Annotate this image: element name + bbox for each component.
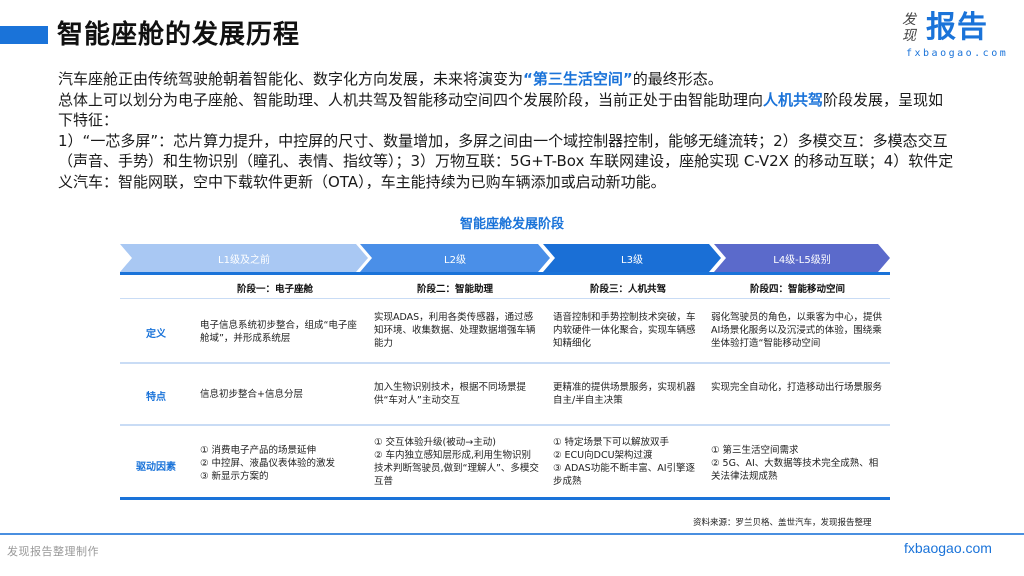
cell-drivers-stage-4: ① 第三生活空间需求 ② 5G、AI、大数据等技术完全成熟、相关法律法规成熟 xyxy=(711,445,879,482)
page-title: 智能座舱的发展历程 xyxy=(57,20,301,50)
title-accent-bar xyxy=(0,26,48,44)
logo-big-text: 报告 xyxy=(926,10,988,45)
intro-line-1: 汽车座舱正由传统驾驶舱朝着智能化、数字化方向发展，未来将演变为“第三生活空间”的… xyxy=(58,69,958,90)
cell-drivers-stage-3: ① 特定场景下可以解放双手 ② ECU向DCU架构过渡 ③ ADAS功能不断丰富… xyxy=(553,437,696,487)
footer-rule xyxy=(0,533,1024,535)
intro-line-1-text: 汽车座舱正由传统驾驶舱朝着智能化、数字化方向发展，未来将演变为 xyxy=(58,70,524,88)
row-label-definition: 定义 xyxy=(146,329,166,340)
header-divider xyxy=(120,298,890,299)
level-4-label: L4级-L5级别 xyxy=(773,254,831,266)
logo-small-text: 发现 xyxy=(902,12,916,44)
level-chevrons: L1级及之前 L2级 L3级 L4级-L5级别 xyxy=(120,244,890,272)
source-note: 资料来源：罗兰贝格、盖世汽车，发现报告整理 xyxy=(693,518,872,528)
chevron-level-1: L1级及之前 xyxy=(120,244,368,272)
level-2-label: L2级 xyxy=(444,254,466,266)
cell-features-stage-1: 信息初步整合+信息分层 xyxy=(200,389,303,400)
stage-2-header: 阶段二：智能助理 xyxy=(416,284,493,295)
logo-url: fxbaogao.com xyxy=(906,48,1009,59)
intro-line-2-text: 总体上可以划分为电子座舱、智能助理、人机共驾及智能移动空间四个发展阶段，当前正处… xyxy=(58,90,764,109)
cell-drivers-stage-2: ① 交互体验升级(被动→主动) ② 车内独立感知层形成,利用生物识别技术判断驾驶… xyxy=(374,437,539,487)
row-divider-2 xyxy=(120,424,890,426)
chevron-level-3: L3级 xyxy=(543,244,721,272)
table-bottom-rule xyxy=(120,497,890,500)
footer-site-link[interactable]: fxbaogao.com xyxy=(904,540,992,556)
cell-features-stage-2: 加入生物识别技术，根据不同场景提供“车对人”主动交互 xyxy=(374,382,527,406)
highlight-third-living-space: “第三生活空间” xyxy=(523,70,633,88)
intro-line-1-end: 的最终形态。 xyxy=(632,70,723,88)
intro-line-2: 总体上可以划分为电子座舱、智能助理、人机共驾及智能移动空间四个发展阶段，当前正处… xyxy=(58,90,958,131)
cell-definition-stage-4: 弱化驾驶员的角色，以乘客为中心，提供AI场景化服务以及沉浸式的体验，围绕乘坐体验… xyxy=(711,312,883,349)
chevron-shape-icon xyxy=(714,244,890,272)
row-label-features: 特点 xyxy=(146,392,166,403)
intro-features: 1）“一芯多屏”：芯片算力提升，中控屏的尺寸、数量增加，多屏之间由一个域控制器控… xyxy=(58,131,954,191)
chevron-shape-icon xyxy=(360,244,550,272)
level-1-label: L1级及之前 xyxy=(218,254,270,266)
highlight-human-machine-codriving: 人机共驾 xyxy=(763,90,824,109)
stage-3-header: 阶段三：人机共驾 xyxy=(589,284,666,295)
chevron-level-4: L4级-L5级别 xyxy=(714,244,890,272)
chevron-shape-icon xyxy=(543,244,721,272)
cell-definition-stage-2: 实现ADAS，利用各类传感器，通过感知环境、收集数据、处理数据增强车辆能力 xyxy=(374,312,536,349)
stage-4-header: 阶段四：智能移动空间 xyxy=(749,284,845,295)
cell-drivers-stage-1: ① 消费电子产品的场景延伸 ② 中控屏、液晶仪表体验的激发 ③ 新显示方案的 xyxy=(200,445,336,482)
cell-definition-stage-3: 语音控制和手势控制技术突破，车内软硬件一体化聚合，实现车辆感知精细化 xyxy=(553,312,696,349)
chevron-shape-icon xyxy=(120,244,368,272)
cell-features-stage-4: 实现完全自动化，打造移动出行场景服务 xyxy=(711,382,883,393)
stage-1-header: 阶段一：电子座舱 xyxy=(236,284,313,295)
diagram-title: 智能座舱发展阶段 xyxy=(459,217,564,232)
cell-features-stage-3: 更精准的提供场景服务，实现机器自主/半自主决策 xyxy=(553,382,696,406)
cell-definition-stage-1: 电子信息系统初步整合，组成“电子座舱域”，并形成系统层 xyxy=(200,320,357,344)
intro-text: 汽车座舱正由传统驾驶舱朝着智能化、数字化方向发展，未来将演变为“第三生活空间”的… xyxy=(58,69,958,193)
chevron-level-2: L2级 xyxy=(360,244,550,272)
intro-line-2-end: 阶段发展，呈现如下特征： xyxy=(58,90,944,130)
row-divider-1 xyxy=(120,362,890,364)
table-top-rule xyxy=(120,272,890,275)
level-3-label: L3级 xyxy=(621,254,643,266)
brand-logo[interactable]: 发现 报告 fxbaogao.com xyxy=(902,10,1012,62)
row-label-drivers: 驱动因素 xyxy=(136,462,176,473)
footer-credit: 发现报告整理制作 xyxy=(7,545,99,558)
